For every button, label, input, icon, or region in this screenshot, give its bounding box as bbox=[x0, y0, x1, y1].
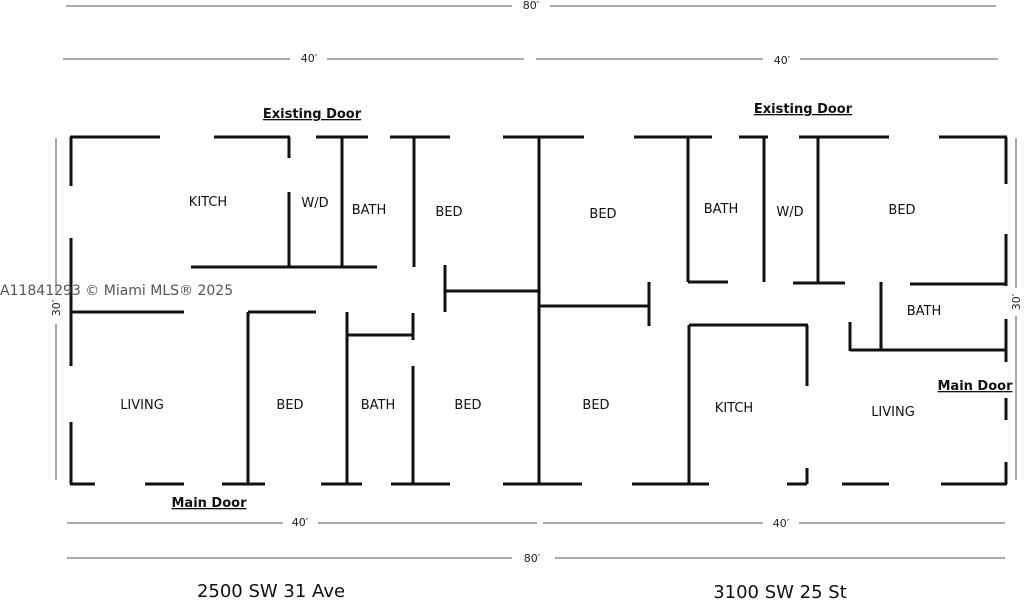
walls bbox=[69, 135, 1008, 486]
room-left-washer-dryer: W/D bbox=[301, 196, 328, 211]
address-left: 2500 SW 31 Ave bbox=[197, 581, 345, 600]
room-right-kitchen: KITCH bbox=[715, 401, 753, 416]
dimension-top-left: 40′ bbox=[301, 52, 318, 65]
dimension-bottom-total: 80′ bbox=[524, 552, 541, 565]
room-left-living: LIVING bbox=[120, 398, 164, 413]
room-left-bath-bottom: BATH bbox=[361, 398, 396, 413]
room-left-bed-bottom-2: BED bbox=[454, 398, 481, 413]
dimension-left-depth: 30′ bbox=[50, 299, 63, 316]
room-right-living: LIVING bbox=[871, 405, 915, 420]
dimension-bottom-right: 40′ bbox=[773, 517, 790, 530]
left-main-door-label: Main Door bbox=[171, 496, 247, 511]
address-right: 3100 SW 25 St bbox=[713, 582, 847, 600]
room-right-washer-dryer: W/D bbox=[776, 205, 803, 220]
dimension-bottom-left: 40′ bbox=[292, 516, 309, 529]
room-left-kitchen: KITCH bbox=[189, 195, 227, 210]
dimension-lines bbox=[55, 5, 1017, 559]
right-existing-door-label: Existing Door bbox=[754, 102, 853, 117]
room-left-bed-bottom: BED bbox=[276, 398, 303, 413]
room-left-bath-top: BATH bbox=[352, 203, 387, 218]
dimension-top-total: 80′ bbox=[523, 0, 540, 12]
dimension-right-depth: 30′ bbox=[1010, 293, 1023, 310]
room-center-bed-bottom: BED bbox=[582, 398, 609, 413]
right-main-door-label: Main Door bbox=[937, 379, 1013, 394]
room-right-bed-top: BED bbox=[888, 203, 915, 218]
room-center-bed-top: BED bbox=[589, 207, 616, 222]
mls-watermark: A11841293 © Miami MLS® 2025 bbox=[0, 283, 233, 299]
room-right-bath-mid: BATH bbox=[907, 304, 942, 319]
room-right-bath-top: BATH bbox=[704, 202, 739, 217]
room-left-bed-top: BED bbox=[435, 205, 462, 220]
dimension-top-right: 40′ bbox=[774, 54, 791, 67]
left-existing-door-label: Existing Door bbox=[263, 107, 362, 122]
